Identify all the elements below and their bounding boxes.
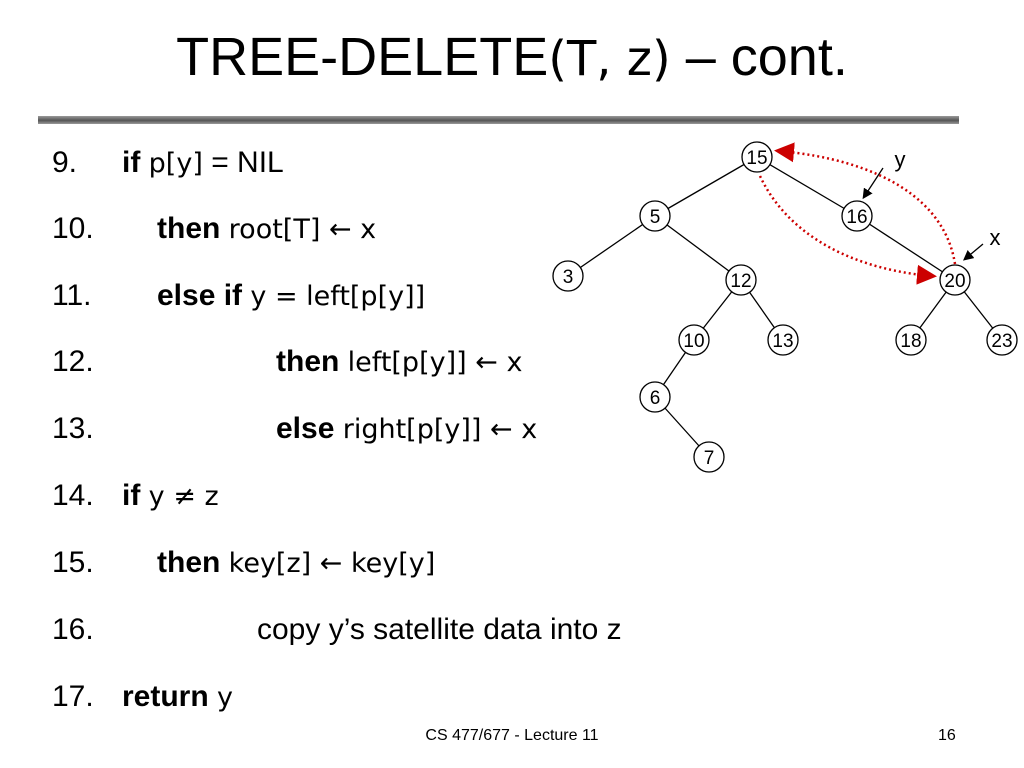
- svg-text:7: 7: [704, 448, 715, 469]
- line-number: 10.: [52, 212, 94, 245]
- tree-node: 18: [895, 324, 927, 356]
- title-suffix: – cont.: [670, 27, 848, 87]
- code-line: then left[p[y]] ← x: [276, 345, 522, 379]
- svg-text:23: 23: [991, 331, 1012, 352]
- keyword: return: [122, 680, 209, 713]
- tree-node: 5: [639, 200, 671, 232]
- code-rest: copy y’s satellite data into z: [257, 613, 622, 646]
- title-main: TREE-DELETE: [176, 27, 549, 87]
- keyword: then: [276, 345, 340, 378]
- pointer-arrow-x: [963, 243, 984, 261]
- tree-node: 16: [841, 200, 873, 232]
- keyword: then: [157, 212, 221, 245]
- tree-node: 7: [693, 441, 725, 473]
- tree-edge: [654, 215, 742, 281]
- svg-text:15: 15: [746, 148, 767, 169]
- code-expr: right[p[y]] ← x: [342, 414, 538, 445]
- tree-node: 13: [767, 324, 799, 356]
- tree-node: 6: [639, 381, 671, 413]
- svg-text:10: 10: [683, 331, 704, 352]
- code-line: copy y’s satellite data into z: [257, 613, 622, 647]
- code-line: else if y = left[p[y]]: [157, 279, 425, 313]
- pointer-label-y: y: [895, 147, 906, 172]
- line-number: 11.: [52, 279, 92, 312]
- line-number: 15.: [52, 546, 94, 579]
- svg-text:6: 6: [650, 388, 661, 409]
- tree-edge: [856, 215, 956, 281]
- code-expr: p[y]: [148, 148, 203, 179]
- code-line: if p[y] = NIL: [122, 146, 284, 180]
- tree-edges: [567, 156, 1003, 458]
- pointer-arrows: [862, 167, 984, 261]
- tree-node: 3: [552, 260, 584, 292]
- code-expr: y ≠ z: [148, 481, 219, 512]
- code-line: else right[p[y]] ← x: [276, 412, 537, 446]
- svg-text:5: 5: [650, 207, 661, 228]
- keyword: else if: [157, 279, 243, 312]
- svg-text:3: 3: [563, 267, 574, 288]
- page-number: 16: [938, 727, 956, 744]
- tree-node: 12: [725, 264, 757, 296]
- line-number: 16.: [52, 613, 94, 646]
- tree-nodes: 15 5 16 3 12 20 10 13 18 23 6 7: [552, 141, 1018, 473]
- tree-edge: [567, 215, 656, 277]
- svg-text:16: 16: [846, 207, 867, 228]
- tree-node: 23: [986, 324, 1018, 356]
- code-expr: y = left[p[y]]: [250, 281, 426, 312]
- title-divider: [38, 116, 959, 124]
- tree-node: 15: [741, 141, 773, 173]
- tree-edge: [654, 156, 758, 217]
- code-expr: key[z] ← key[y]: [228, 548, 436, 579]
- code-expr: left[p[y]] ← x: [347, 347, 523, 378]
- line-number: 13.: [52, 412, 94, 445]
- keyword: if: [122, 479, 141, 512]
- code-line: return y: [122, 680, 233, 714]
- code-line: then key[z] ← key[y]: [157, 546, 435, 580]
- line-number: 9.: [52, 146, 78, 179]
- tree-node: 20: [939, 264, 971, 296]
- title-args: (T, z): [548, 31, 671, 87]
- svg-text:18: 18: [900, 331, 921, 352]
- pointer-arrow-y: [862, 167, 884, 200]
- code-line: then root[T] ← x: [157, 212, 376, 246]
- highlight-arrows: [758, 142, 957, 285]
- keyword: else: [276, 412, 335, 445]
- code-expr: root[T] ← x: [228, 214, 377, 245]
- code-line: if y ≠ z: [122, 479, 219, 513]
- keyword: if: [122, 146, 141, 179]
- svg-text:20: 20: [944, 271, 965, 292]
- footer-text: CS 477/677 - Lecture 11: [425, 727, 599, 744]
- pointer-label-x: x: [990, 225, 1001, 250]
- line-number: 12.: [52, 345, 94, 378]
- code-expr: y: [217, 682, 234, 713]
- tree-edge: [756, 156, 858, 217]
- slide-title: TREE-DELETE(T, z) – cont.: [0, 26, 1024, 88]
- svg-text:12: 12: [730, 271, 751, 292]
- code-rest: = NIL: [202, 146, 284, 179]
- tree-node: 10: [678, 324, 710, 356]
- line-number: 17.: [52, 680, 94, 713]
- svg-text:13: 13: [772, 331, 793, 352]
- line-number: 14.: [52, 479, 94, 512]
- keyword: then: [157, 546, 221, 579]
- red-dotted-arrow: [758, 175, 937, 285]
